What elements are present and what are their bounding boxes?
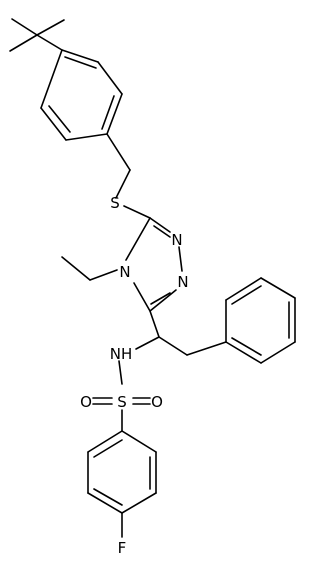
atom-label-sulfonyl-oxygen-left: O bbox=[80, 393, 92, 411]
bond bbox=[260, 341, 296, 364]
bond bbox=[115, 169, 131, 199]
atom-label-triazole-n1: N bbox=[171, 231, 182, 249]
bond bbox=[87, 430, 123, 453]
bond bbox=[87, 492, 123, 514]
bond bbox=[97, 61, 123, 95]
bond bbox=[225, 277, 262, 301]
bond-layer bbox=[9, 18, 296, 538]
bond bbox=[93, 488, 123, 506]
bond bbox=[106, 133, 131, 171]
bond bbox=[121, 430, 157, 453]
bond bbox=[61, 256, 91, 281]
atom-label-sulfur-thioether: S bbox=[110, 194, 120, 212]
bond bbox=[89, 269, 118, 281]
bond bbox=[118, 360, 123, 385]
atom-label-fluorine: F bbox=[118, 539, 127, 557]
bond bbox=[178, 246, 183, 272]
bond bbox=[101, 95, 115, 130]
bond bbox=[260, 277, 296, 299]
chemical-structure: S N N N NH S O O F bbox=[9, 18, 296, 557]
bond bbox=[153, 225, 171, 238]
bond bbox=[121, 492, 157, 514]
bond bbox=[231, 337, 262, 356]
bond bbox=[64, 56, 97, 69]
bond bbox=[149, 217, 171, 233]
bond bbox=[158, 336, 188, 356]
bond bbox=[61, 49, 99, 63]
atom-label-amide-nh: NH bbox=[110, 345, 133, 363]
bond bbox=[225, 341, 262, 364]
bond bbox=[40, 107, 67, 141]
atom-label-triazole-n2: N bbox=[177, 273, 188, 291]
bond bbox=[40, 49, 63, 109]
bond bbox=[11, 18, 38, 36]
bond bbox=[231, 285, 262, 305]
atom-label-triazole-n4: N bbox=[119, 263, 130, 281]
bond bbox=[123, 205, 151, 219]
bond bbox=[150, 292, 171, 305]
atom-label-sulfonyl-s: S bbox=[117, 393, 127, 411]
atom-label-layer: S N N N NH S O O F bbox=[80, 194, 189, 557]
bond bbox=[48, 105, 71, 133]
bond bbox=[36, 34, 63, 51]
bond bbox=[36, 19, 65, 36]
bond bbox=[125, 217, 151, 261]
bond bbox=[106, 93, 123, 135]
bond bbox=[9, 34, 38, 52]
bond bbox=[93, 439, 123, 458]
bond bbox=[149, 310, 160, 338]
bond bbox=[186, 341, 227, 356]
bond bbox=[149, 289, 177, 312]
atom-label-sulfonyl-oxygen-right: O bbox=[151, 393, 163, 411]
bond bbox=[135, 336, 160, 350]
bond bbox=[133, 282, 151, 312]
bond bbox=[65, 133, 108, 141]
